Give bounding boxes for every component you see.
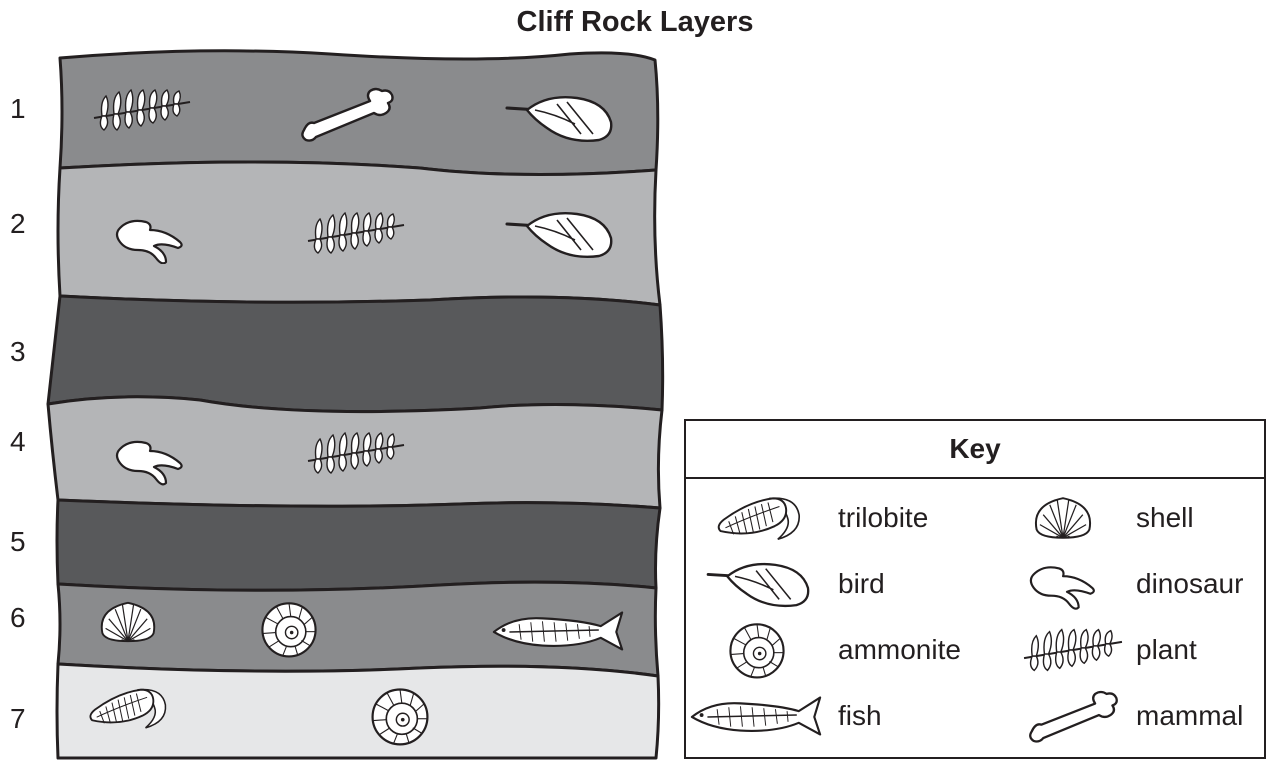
ammonite-icon <box>262 603 315 656</box>
key-title: Key <box>686 421 1264 479</box>
key-entry-mammal: mammal <box>986 683 1266 749</box>
key-label-dinosaur: dinosaur <box>1136 551 1243 617</box>
dinosaur-icon <box>986 551 1126 617</box>
plant-icon <box>986 617 1126 683</box>
key-label-plant: plant <box>1136 617 1197 683</box>
ammonite-icon <box>686 617 826 683</box>
shell-icon <box>986 485 1126 551</box>
key-label-shell: shell <box>1136 485 1194 551</box>
trilobite-icon <box>686 485 826 551</box>
rock-layer-5 <box>57 500 660 590</box>
rock-layer-3 <box>48 296 663 412</box>
fish-icon <box>686 683 826 749</box>
mammal-icon <box>986 683 1126 749</box>
key-entry-shell: shell <box>986 485 1266 551</box>
bird-icon <box>686 551 826 617</box>
key-entry-trilobite: trilobite <box>686 485 976 551</box>
key-entry-fish: fish <box>686 683 976 749</box>
key-label-trilobite: trilobite <box>838 485 928 551</box>
ammonite-icon <box>373 689 428 744</box>
key-entry-plant: plant <box>986 617 1266 683</box>
key-entry-ammonite: ammonite <box>686 617 976 683</box>
key-label-ammonite: ammonite <box>838 617 961 683</box>
cliff-cross-section <box>0 0 680 761</box>
key-entry-dinosaur: dinosaur <box>986 551 1266 617</box>
key-legend: Key trilobite shell bird dinosaur ammoni… <box>684 419 1266 759</box>
key-label-mammal: mammal <box>1136 683 1243 749</box>
key-label-fish: fish <box>838 683 882 749</box>
key-label-bird: bird <box>838 551 885 617</box>
key-entry-bird: bird <box>686 551 976 617</box>
